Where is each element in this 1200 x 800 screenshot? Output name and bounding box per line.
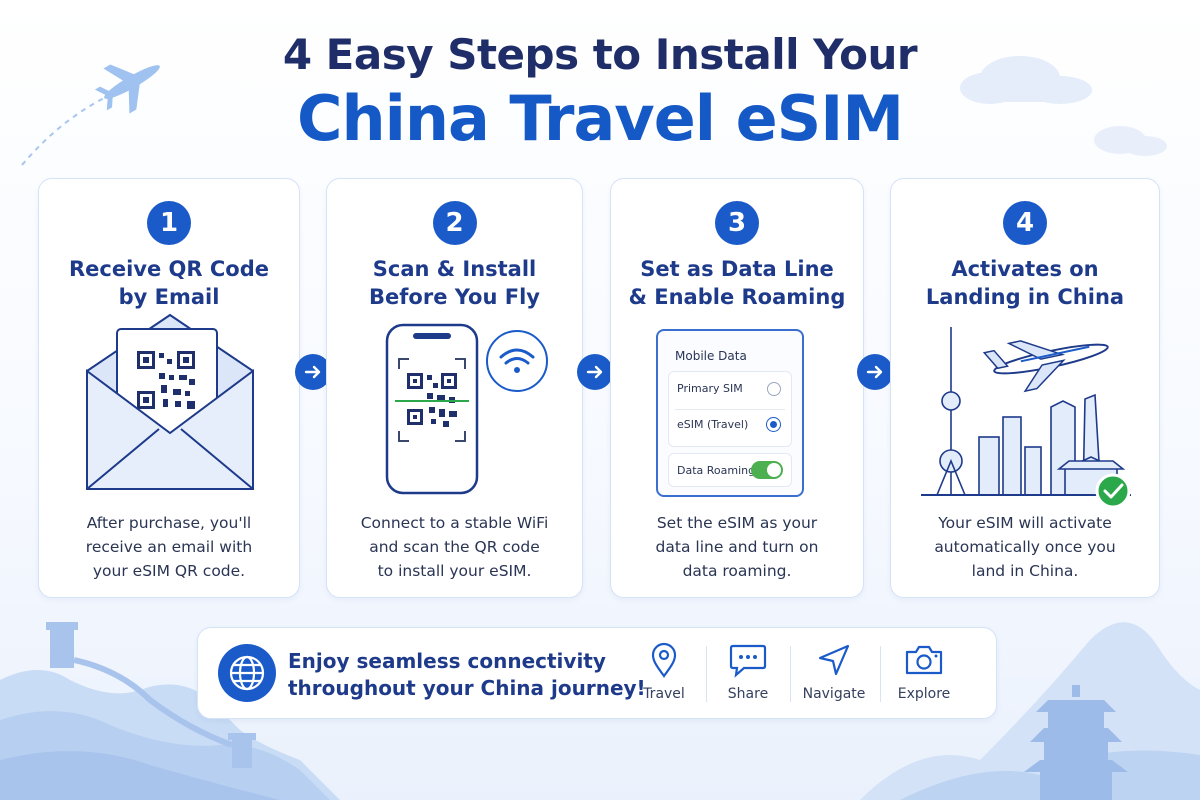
envelope-qr-icon: [86, 313, 254, 490]
step-number: 1: [147, 201, 191, 245]
pagoda-icon: [1024, 685, 1128, 800]
travel-item[interactable]: Travel: [624, 642, 704, 702]
step-title: Activates on Landing in China: [925, 257, 1125, 309]
step-description: After purchase, you'll receive an email …: [85, 514, 253, 580]
explore-item[interactable]: Explore: [884, 642, 964, 702]
step-card-4: 4 Activates on Landing in China: [890, 178, 1160, 598]
step-number: 3: [715, 201, 759, 245]
step-card-1: 1 Receive QR Code by Email After purchas…: [38, 178, 300, 598]
primary-sim-radio[interactable]: [767, 382, 781, 396]
step-description: Your eSIM will activate automatically on…: [934, 514, 1116, 580]
sim-selection-box: Primary SIM eSIM (Travel): [668, 371, 792, 447]
step-card-3: 3 Set as Data Line & Enable Roaming Mobi…: [610, 178, 864, 598]
chat-bubble-icon: [729, 644, 767, 678]
connectivity-banner: Enjoy seamless connectivity throughout y…: [197, 627, 997, 719]
cloud-icon: [960, 56, 1092, 104]
next-arrow-icon: [857, 354, 893, 390]
data-roaming-label: Data Roaming: [677, 464, 756, 477]
next-arrow-icon: [295, 354, 331, 390]
globe-icon: [218, 644, 276, 702]
airplane-icon: [94, 64, 160, 114]
step-title: Scan & Install Before You Fly: [369, 257, 540, 309]
phone-scan-icon: [385, 323, 548, 495]
mobile-data-heading: Mobile Data: [675, 349, 747, 363]
explore-label: Explore: [897, 686, 951, 702]
step-title: Set as Data Line & Enable Roaming: [628, 257, 846, 309]
navigate-label: Navigate: [802, 686, 866, 702]
next-arrow-icon: [577, 354, 613, 390]
step-card-2: 2 Scan & Install Before You Fly Connect …: [326, 178, 583, 598]
camera-icon: [905, 645, 943, 675]
step-number: 4: [1003, 201, 1047, 245]
city-plane-icon: [921, 327, 1131, 509]
travel-label: Travel: [643, 686, 685, 702]
roaming-box: Data Roaming: [668, 453, 792, 487]
page-title-line1: 4 Easy Steps to Install Your: [282, 30, 918, 79]
esim-radio-selected[interactable]: [766, 417, 781, 432]
share-item[interactable]: Share: [708, 642, 788, 702]
location-pin-icon: [651, 642, 677, 678]
step-description: Connect to a stable WiFi and scan the QR…: [360, 514, 549, 580]
share-label: Share: [727, 686, 769, 702]
step-description: Set the eSIM as your data line and turn …: [655, 514, 819, 580]
data-roaming-toggle[interactable]: [751, 461, 783, 479]
airplane-icon: [982, 340, 1109, 393]
check-icon: [1095, 473, 1131, 509]
step-number: 2: [432, 201, 477, 245]
esim-travel-label: eSIM (Travel): [677, 418, 749, 431]
navigate-item[interactable]: Navigate: [794, 642, 874, 702]
page-title-line2: China Travel eSIM: [296, 82, 904, 155]
banner-message: Enjoy seamless connectivity throughout y…: [288, 649, 646, 700]
primary-sim-label: Primary SIM: [677, 382, 743, 395]
step-title: Receive QR Code by Email: [69, 257, 269, 309]
mobile-data-panel: Mobile Data Primary SIM eSIM (Travel) Da…: [656, 329, 804, 497]
navigation-arrow-icon: [818, 644, 850, 676]
